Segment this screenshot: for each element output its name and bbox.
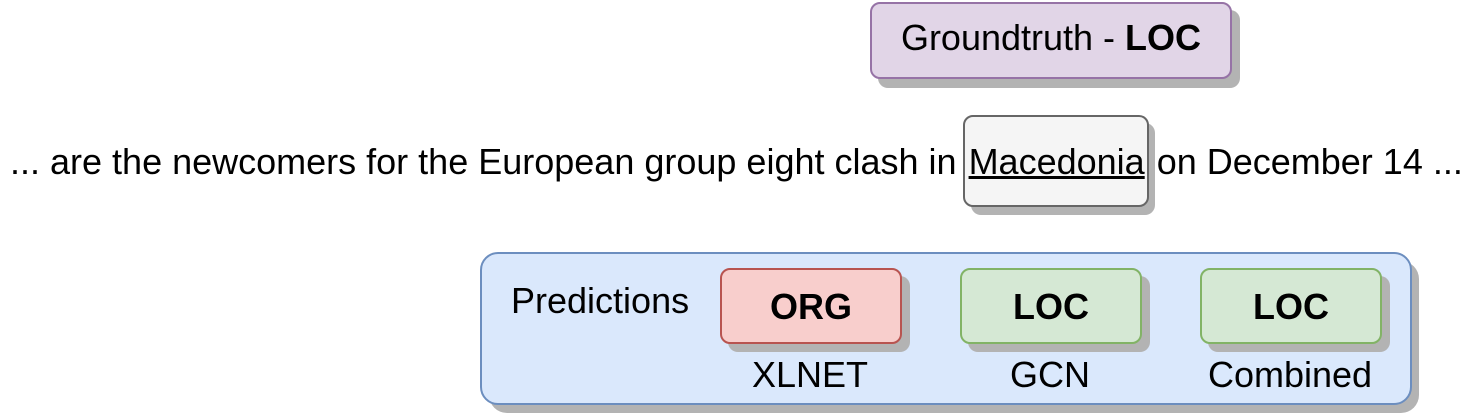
predictions-title: Predictions — [511, 280, 690, 321]
sentence-before: ... are the newcomers for the European g… — [10, 141, 967, 182]
groundtruth-label: LOC — [1125, 16, 1202, 58]
prediction-xlnet-label: ORG — [720, 268, 902, 344]
prediction-gcn-model: GCN — [1010, 354, 1090, 395]
groundtruth-prefix: Groundtruth - — [900, 16, 1126, 58]
groundtruth-box: Groundtruth - LOC — [870, 2, 1232, 79]
sentence-target-word: Macedonia — [968, 141, 1145, 182]
sentence-after: on December 14 ... — [1146, 141, 1463, 182]
prediction-xlnet-model: XLNET — [751, 354, 869, 395]
target-word-box — [963, 115, 1149, 207]
prediction-combined-label: LOC — [1200, 268, 1382, 344]
prediction-combined-model: Combined — [1207, 354, 1373, 395]
prediction-gcn-label: LOC — [960, 268, 1142, 344]
sentence: ... are the newcomers for the European g… — [10, 140, 1463, 184]
